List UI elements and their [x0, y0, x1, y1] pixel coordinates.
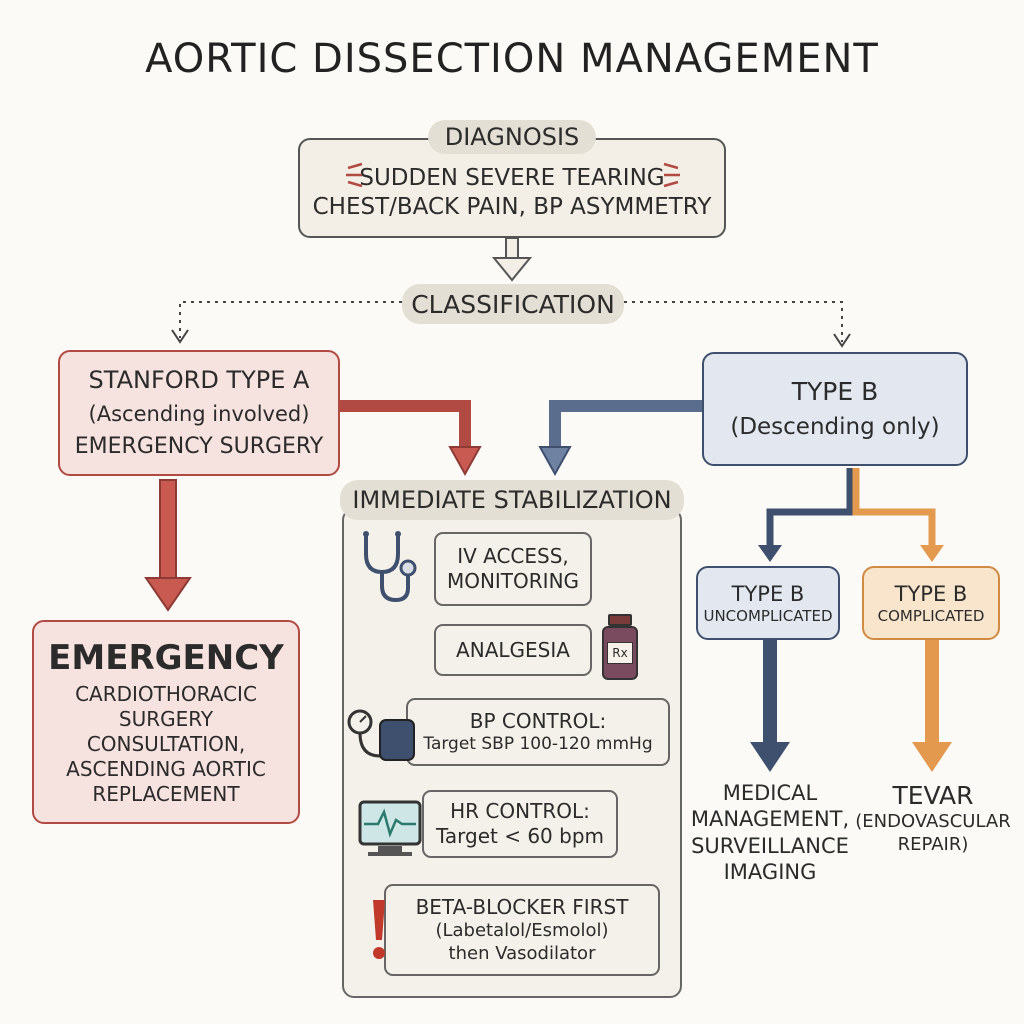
emergency-line-5: REPLACEMENT — [92, 781, 240, 806]
stethoscope-icon — [363, 531, 417, 603]
step-5-line-2: (Labetalol/Esmolol) — [435, 920, 609, 941]
uncomplicated-line-2: UNCOMPLICATED — [703, 606, 833, 625]
arrow-classification-to-type-b — [624, 301, 851, 348]
heart-monitor-icon — [358, 800, 422, 856]
medical-line-4: IMAGING — [723, 859, 817, 884]
type-a-box: STANFORD TYPE A (Ascending involved) EME… — [58, 350, 340, 476]
type-b-line-1: TYPE B — [791, 377, 879, 406]
diagnosis-label: DIAGNOSIS — [428, 120, 596, 154]
complicated-line-2: COMPLICATED — [877, 606, 985, 625]
step-2-line-1: ANALGESIA — [456, 637, 570, 662]
classification-label: CLASSIFICATION — [402, 284, 624, 324]
medical-line-3: SURVEILLANCE — [691, 833, 849, 858]
arrow-complicated-to-tevar — [912, 640, 952, 772]
step-1-line-2: MONITORING — [446, 569, 580, 593]
pain-lines-icon — [346, 162, 363, 188]
arrow-diagnosis-to-classification — [491, 237, 533, 282]
step-analgesia: ANALGESIA — [434, 624, 592, 676]
diagnosis-line-1: SUDDEN SEVERE TEARING — [359, 165, 665, 192]
step-5-line-3: then Vasodilator — [448, 942, 596, 964]
step-4-line-1: HR CONTROL: — [450, 799, 590, 823]
medical-management-text: MEDICAL MANAGEMENT, SURVEILLANCE IMAGING — [690, 780, 850, 885]
arrow-type-b-to-uncomplicated — [758, 468, 854, 562]
step-5-line-1: BETA-BLOCKER FIRST — [415, 895, 629, 919]
step-1-line-1: IV ACCESS, — [457, 544, 569, 568]
emergency-line-3: CONSULTATION, — [86, 731, 246, 756]
rx-label: Rx — [607, 642, 633, 664]
tevar-line-3: REPAIR) — [897, 833, 969, 855]
step-bp-control: BP CONTROL: Target SBP 100-120 mmHg — [406, 698, 670, 766]
emergency-line-1: CARDIOTHORACIC — [75, 681, 257, 706]
step-3-line-2: Target SBP 100-120 mmHg — [423, 733, 653, 754]
medical-line-2: MANAGEMENT, — [690, 807, 850, 832]
arrow-classification-to-type-a — [171, 301, 402, 344]
diagnosis-line-2: CHEST/BACK PAIN, BP ASYMMETRY — [312, 194, 712, 220]
type-b-uncomplicated-box: TYPE B UNCOMPLICATED — [696, 566, 840, 640]
pain-lines-icon — [663, 162, 680, 188]
arrow-uncomplicated-to-medical — [750, 640, 790, 772]
step-4-line-2: Target < 60 bpm — [435, 824, 605, 848]
type-b-complicated-box: TYPE B COMPLICATED — [862, 566, 1000, 640]
arrow-type-b-to-complicated — [852, 468, 944, 562]
type-a-line-2: (Ascending involved) — [88, 402, 310, 427]
arrow-type-a-to-emergency — [144, 479, 192, 612]
step-beta-blocker: BETA-BLOCKER FIRST (Labetalol/Esmolol) t… — [384, 884, 660, 976]
type-b-line-2: (Descending only) — [730, 414, 940, 441]
page-title: AORTIC DISSECTION MANAGEMENT — [145, 36, 879, 82]
stabilization-label: IMMEDIATE STABILIZATION — [340, 480, 684, 520]
arrow-type-a-to-stabilization — [340, 400, 482, 477]
tevar-line-2: (ENDOVASCULAR — [855, 811, 1011, 833]
uncomplicated-line-1: TYPE B — [731, 581, 805, 606]
emergency-heading: EMERGENCY — [48, 638, 284, 679]
step-hr-control: HR CONTROL: Target < 60 bpm — [422, 790, 618, 858]
type-a-line-1: STANFORD TYPE A — [88, 366, 310, 395]
tevar-text: TEVAR (ENDOVASCULAR REPAIR) — [850, 780, 1016, 856]
medical-line-1: MEDICAL — [722, 781, 818, 805]
step-iv-access: IV ACCESS, MONITORING — [434, 532, 592, 606]
type-b-box: TYPE B (Descending only) — [702, 352, 968, 466]
emergency-box: EMERGENCY CARDIOTHORACIC SURGERY CONSULT… — [32, 620, 300, 824]
arrow-type-b-to-stabilization — [538, 400, 702, 477]
exclamation-icon — [373, 900, 385, 959]
step-3-line-1: BP CONTROL: — [469, 708, 607, 733]
tevar-line-1: TEVAR — [892, 781, 974, 810]
emergency-line-4: ASCENDING AORTIC — [66, 756, 266, 781]
emergency-line-2: SURGERY — [118, 706, 214, 731]
diagnosis-box: SUDDEN SEVERE TEARING CHEST/BACK PAIN, B… — [298, 138, 726, 238]
medicine-bottle-icon: Rx — [600, 614, 640, 682]
blood-pressure-cuff-icon — [347, 709, 415, 761]
complicated-line-1: TYPE B — [894, 581, 968, 606]
type-a-line-3: EMERGENCY SURGERY — [74, 434, 324, 460]
